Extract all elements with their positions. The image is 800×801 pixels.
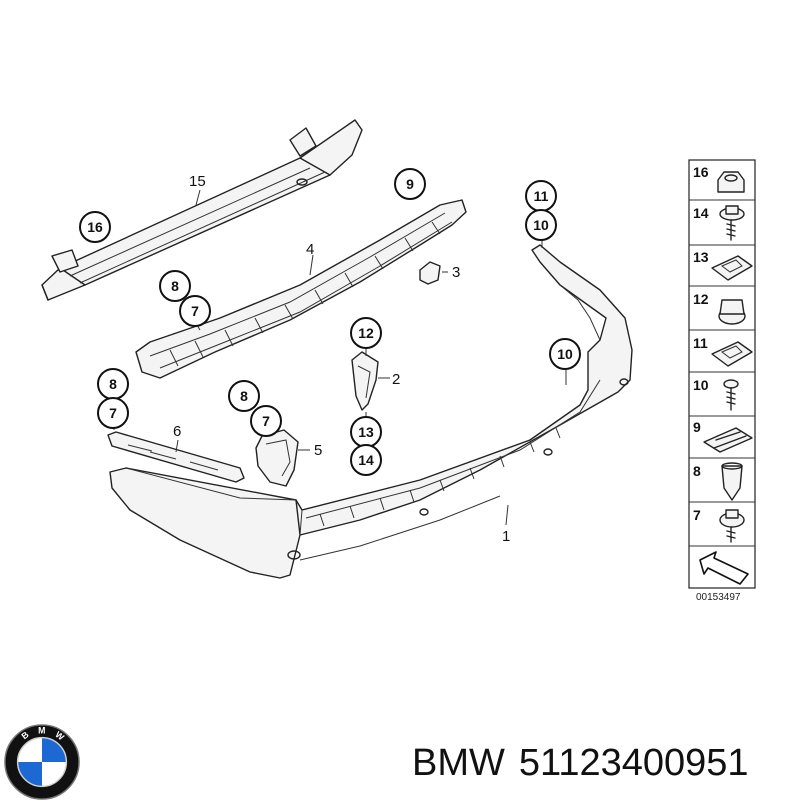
- legend-number-7: 7: [693, 507, 701, 523]
- nut-cap-icon: [717, 171, 745, 193]
- callout-16-number: 16: [87, 219, 103, 235]
- callout-9: 9: [394, 168, 426, 200]
- legend-number-14: 14: [693, 205, 709, 221]
- part-label-2: 2: [392, 371, 400, 388]
- spring-clip-icon: [711, 341, 753, 367]
- callouts: 16 9 11 10 8 7 12 10 8 7 8 7 13 14: [79, 168, 581, 476]
- part-label-4: 4: [306, 241, 314, 258]
- legend-number-11: 11: [693, 335, 708, 351]
- bracket-part-2: [351, 351, 390, 411]
- callout-8-left: 8: [97, 368, 129, 400]
- screw-with-washer-icon: [719, 205, 745, 241]
- callout-14-number: 14: [358, 452, 374, 468]
- impact-beam-part-15: [41, 119, 363, 301]
- part-label-5: 5: [314, 442, 322, 459]
- callout-12: 12: [350, 317, 382, 349]
- callout-16: 16: [79, 211, 111, 243]
- callout-7-left-number: 7: [109, 405, 117, 421]
- arrow-icon: [699, 551, 749, 585]
- svg-text:B: B: [20, 729, 31, 741]
- callout-9-number: 9: [406, 176, 414, 192]
- callout-13-number: 13: [358, 424, 374, 440]
- part-number: 51123400951: [518, 742, 749, 784]
- expanding-nut-icon: [721, 462, 743, 501]
- callout-7-middle-number: 7: [262, 413, 270, 429]
- reflector-strip-part-6: [107, 431, 245, 483]
- callout-7-left: 7: [97, 397, 129, 429]
- callout-8-left-number: 8: [109, 376, 117, 392]
- callout-12-number: 12: [358, 325, 374, 341]
- callout-10-number: 10: [533, 217, 549, 233]
- callout-14: 14: [350, 444, 382, 476]
- part-label-3: 3: [452, 264, 460, 281]
- callout-10-bumper-number: 10: [557, 346, 573, 362]
- callout-11: 11: [525, 180, 557, 212]
- bracket-part-5: [255, 429, 310, 487]
- part-caption: BMW 51123400951: [412, 738, 792, 788]
- fastener-legend: 16 14 13 12 11 10: [688, 159, 756, 589]
- callout-8: 8: [159, 270, 191, 302]
- callout-7: 7: [179, 295, 211, 327]
- nut-cap-icon: [718, 299, 746, 325]
- part-label-1: 1: [502, 528, 510, 545]
- legend-number-9: 9: [693, 419, 701, 435]
- svg-text:M: M: [38, 726, 45, 736]
- screw-icon: [723, 379, 739, 411]
- drawing-number: 00153497: [696, 592, 741, 603]
- screw-with-washer-icon: [719, 509, 745, 543]
- legend-number-16: 16: [693, 164, 709, 180]
- callout-13: 13: [350, 416, 382, 448]
- callout-7-middle: 7: [250, 405, 282, 437]
- legend-number-8: 8: [693, 463, 701, 479]
- spring-clip-icon: [711, 255, 753, 281]
- callout-10: 10: [525, 209, 557, 241]
- part-label-15: 15: [189, 173, 206, 190]
- callout-7-number: 7: [191, 303, 199, 319]
- part-label-6: 6: [173, 423, 181, 440]
- callout-11-number: 11: [534, 188, 549, 204]
- spring-nut-icon: [703, 427, 753, 453]
- clip-part-3: [419, 261, 448, 285]
- legend-number-12: 12: [693, 291, 709, 307]
- brand-name: BMW: [412, 742, 505, 784]
- legend-number-13: 13: [693, 249, 709, 265]
- legend-number-10: 10: [693, 377, 709, 393]
- callout-10-bumper: 10: [549, 338, 581, 370]
- callout-8-middle: 8: [228, 380, 260, 412]
- callout-8-middle-number: 8: [240, 388, 248, 404]
- bumper-cover-part-1: [109, 232, 633, 579]
- bumper-guide-part-4: [135, 199, 467, 379]
- callout-8-number: 8: [171, 278, 179, 294]
- bmw-roundel-icon: B M W: [4, 724, 80, 800]
